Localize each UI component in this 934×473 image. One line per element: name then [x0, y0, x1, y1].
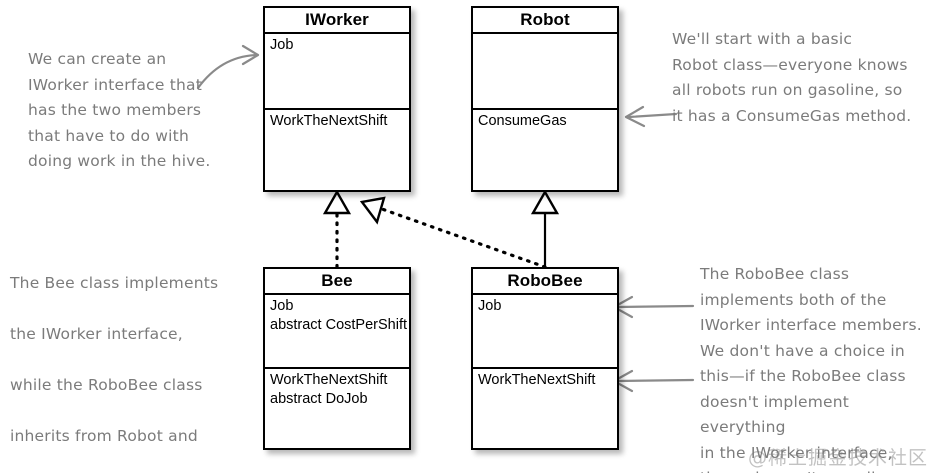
note-line: The Bee class implements — [10, 273, 219, 292]
annotation-note-iworker: We can create an IWorker interface that … — [28, 50, 211, 170]
note-line: the IWorker interface, — [10, 324, 183, 343]
class-operations-robobee: WorkTheNextShift — [473, 369, 617, 448]
pointer-arrow-to-robobee-attribute — [612, 295, 695, 319]
class-name-bee: Bee — [265, 269, 409, 295]
attribute-row: Job — [270, 298, 294, 314]
class-attributes-robot — [473, 34, 617, 110]
connector-robobee-inherits-robot — [530, 189, 560, 267]
attribute-row: Job — [478, 298, 502, 314]
class-name-iworker: IWorker — [265, 8, 409, 34]
watermark: @稀土掘金技术社区 — [747, 447, 928, 469]
operation-row: WorkTheNextShift — [270, 372, 388, 388]
operation-row: WorkTheNextShift — [478, 372, 596, 388]
class-operations-iworker: WorkTheNextShift — [265, 110, 409, 190]
operation-row: abstract DoJob — [270, 391, 368, 407]
note-line: while the RoboBee class — [10, 375, 203, 394]
class-attributes-iworker: Job — [265, 34, 409, 110]
pointer-arrow-to-robobee-operation — [612, 369, 695, 393]
class-attributes-bee: Job abstract CostPerShift — [265, 295, 409, 369]
class-name-robot: Robot — [473, 8, 617, 34]
class-name-robobee: RoboBee — [473, 269, 617, 295]
class-operations-robot: ConsumeGas — [473, 110, 617, 190]
attribute-row: abstract CostPerShift — [270, 317, 407, 333]
class-box-bee[interactable]: Bee Job abstract CostPerShift WorkTheNex… — [263, 267, 411, 450]
class-box-robobee[interactable]: RoboBee Job WorkTheNextShift — [471, 267, 619, 450]
class-box-iworker[interactable]: IWorker Job WorkTheNextShift — [263, 6, 411, 192]
note-line: inherits from Robot and — [10, 426, 198, 445]
connector-bee-realizes-iworker — [322, 189, 352, 269]
class-attributes-robobee: Job — [473, 295, 617, 369]
class-operations-bee: WorkTheNextShift abstract DoJob — [265, 369, 409, 448]
annotation-note-bee: The Bee class implements the IWorker int… — [10, 245, 256, 473]
class-box-robot[interactable]: Robot ConsumeGas — [471, 6, 619, 192]
annotation-note-robobee: The RoboBee class implements both of the… — [700, 265, 922, 473]
pointer-arrow-to-robot — [624, 105, 678, 128]
connector-robobee-realizes-iworker — [359, 196, 547, 269]
attribute-row: Job — [270, 37, 294, 53]
operation-row: WorkTheNextShift — [270, 113, 388, 129]
annotation-note-robot: We'll start with a basic Robot class—eve… — [672, 30, 912, 125]
operation-row: ConsumeGas — [478, 113, 567, 129]
